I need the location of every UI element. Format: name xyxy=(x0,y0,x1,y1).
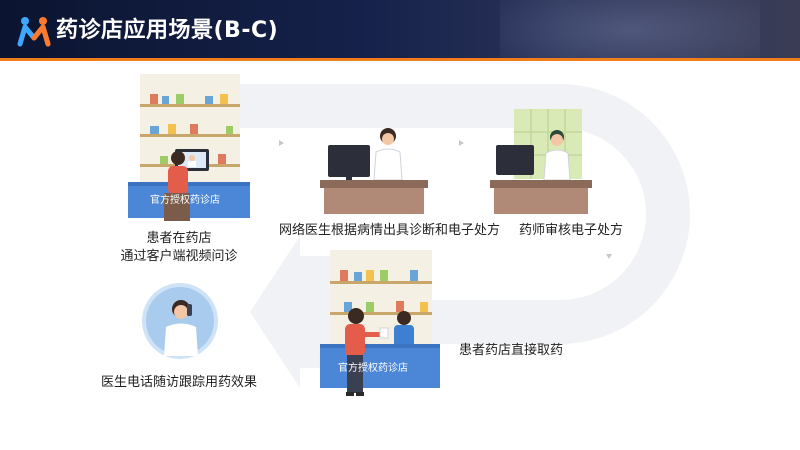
step-patient-line2: 通过客户端视频问诊 xyxy=(120,249,238,264)
step-doctor-prescribes: 网络医生根据病情出具诊断和电子处方 xyxy=(279,223,501,238)
flow-arrow-icon xyxy=(459,140,464,146)
step-patient-at-pharmacy: 患者在药店 通过客户端视频问诊 xyxy=(117,230,241,266)
step-patient-gets-medicine: 患者药店直接取药 xyxy=(459,343,564,358)
step-pharmacist-reviews: 药师审核电子处方 xyxy=(519,223,624,238)
counter-sign-top: 官方授权药诊店 xyxy=(150,195,220,206)
header-bar: 药诊店应用场景(B-C) xyxy=(0,0,800,60)
step-doctor-followup: 医生电话随访跟踪用药效果 xyxy=(101,375,258,390)
flow-arrow-icon xyxy=(279,140,284,146)
counter-sign-bottom: 官方授权药诊店 xyxy=(338,363,408,374)
step-patient-line1: 患者在药店 xyxy=(146,231,212,246)
page-title: 药诊店应用场景(B-C) xyxy=(56,18,279,43)
app-logo-icon xyxy=(17,17,51,47)
header-glow xyxy=(500,0,760,60)
header-accent-line xyxy=(0,58,800,61)
flow-arrow-icon xyxy=(606,254,612,259)
